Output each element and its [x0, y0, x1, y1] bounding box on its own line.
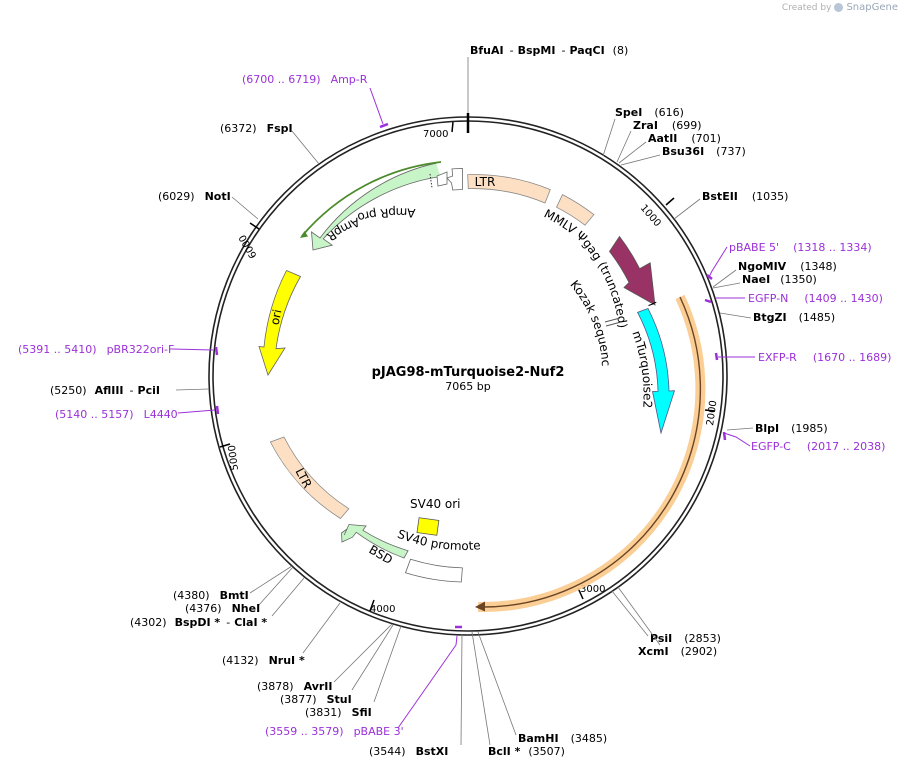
enzyme-spei[interactable]: SpeI(616) — [602, 106, 684, 157]
enzyme-nrui[interactable]: (4132)NruI * — [222, 602, 341, 667]
tick-label-3000: 3000 — [580, 584, 605, 595]
svg-text:(3559 .. 3579)pBABE 3': (3559 .. 3579)pBABE 3' — [265, 725, 404, 738]
feature-ampr-promoter[interactable]: AmpR promoter — [0, 0, 463, 225]
feature-orf[interactable] — [475, 294, 706, 613]
primer-pbr322ori[interactable]: (5391 .. 5410)pBR322ori-F — [18, 343, 219, 356]
svg-text:BtgZI(1485): BtgZI(1485) — [753, 311, 835, 324]
plasmid-size: 7065 bp — [445, 380, 490, 393]
enzyme-psii[interactable]: PsiI(2853) — [611, 590, 721, 645]
feature-bsd[interactable]: BSD — [341, 524, 409, 568]
svg-text:Bsu36I(737): Bsu36I(737) — [662, 145, 746, 158]
tick-7000: 7000 — [423, 121, 454, 140]
enzyme-stui[interactable]: (3877)StuI — [280, 624, 394, 706]
enzyme-btgzi[interactable]: BtgZI(1485) — [719, 311, 835, 324]
primer-pbabe3[interactable]: (3559 .. 3579)pBABE 3' — [265, 625, 462, 738]
svg-text:(4302)BspDI *-ClaI *: (4302)BspDI *-ClaI * — [130, 616, 267, 629]
svg-text:(5391 .. 5410)pBR322ori-F: (5391 .. 5410)pBR322ori-F — [18, 343, 174, 356]
svg-text:(4376)NheI: (4376)NheI — [185, 602, 260, 615]
feature-ltr-left-label: LTR — [475, 175, 496, 189]
primer-egfpn[interactable]: EGFP-N(1409 .. 1430) — [704, 292, 883, 305]
tick-label-5000: 5000 — [227, 444, 241, 471]
enzyme-ngomiv[interactable]: NgoMIV(1348) — [712, 260, 837, 288]
tick-6000: 6000 — [237, 222, 260, 260]
svg-text:(3831)SfiI: (3831)SfiI — [305, 706, 372, 719]
enzyme-bsteii[interactable]: BstEII(1035) — [673, 190, 788, 220]
tick-label-6000: 6000 — [237, 232, 259, 260]
enzyme-aatii[interactable]: AatII(701) — [618, 132, 721, 164]
feature-ltr-right[interactable]: LTR — [269, 436, 350, 520]
enzyme-zrai[interactable]: ZraI(699) — [616, 119, 702, 163]
enzyme-sfii[interactable]: (3831)SfiI — [305, 625, 402, 719]
enzyme-bcli[interactable]: BclI *(3507) — [471, 631, 565, 758]
enzyme-bamhi[interactable]: BamHI(3485) — [477, 631, 607, 745]
svg-text:AatII(701): AatII(701) — [648, 132, 721, 145]
primer-ampr[interactable]: (6700 .. 6719)Amp-R — [242, 73, 389, 129]
svg-text:ZraI(699): ZraI(699) — [633, 119, 702, 132]
svg-text:(5140 .. 5157)L4440: (5140 .. 5157)L4440 — [55, 408, 178, 421]
snapgene-logo-icon — [834, 3, 844, 12]
enzyme-bsu36i[interactable]: Bsu36I(737) — [620, 145, 746, 166]
credit-brand: SnapGene — [846, 2, 898, 13]
tick-label-2000: 2000 — [705, 400, 719, 427]
tick-4000: 4000 — [369, 599, 395, 615]
primer-egfpc[interactable]: EGFP-C(2017 .. 2038) — [722, 431, 885, 453]
feature-sv40-ori-label: SV40 ori — [410, 497, 461, 511]
svg-text:EGFP-N(1409 .. 1430): EGFP-N(1409 .. 1430) — [748, 292, 883, 305]
plasmid-name: pJAG98-mTurquoise2-Nuf2 — [372, 365, 565, 380]
tick-label-4000: 4000 — [370, 604, 395, 615]
feature-ltr-left[interactable]: LTR — [467, 174, 551, 204]
enzyme-bfuai[interactable]: BfuAI-BspMI-PaqCI(8) — [467, 44, 628, 113]
svg-text:(4132)NruI *: (4132)NruI * — [222, 654, 305, 667]
svg-text:(3877)StuI: (3877)StuI — [280, 693, 352, 706]
svg-text:XcmI(2902): XcmI(2902) — [638, 645, 717, 658]
enzyme-name: BfuAI — [470, 44, 504, 57]
primer-pbabe5[interactable]: pBABE 5'(1318 .. 1334) — [706, 241, 872, 280]
primer-l4440[interactable]: (5140 .. 5157)L4440 — [55, 405, 220, 421]
svg-text:NgoMIV(1348): NgoMIV(1348) — [738, 260, 837, 273]
credit: Created by SnapGene — [782, 2, 898, 13]
feature-ori-label: ori — [268, 308, 285, 326]
tick-5000: 5000 — [219, 443, 241, 471]
enzyme-bmti[interactable]: (4380)BmtI — [173, 565, 293, 602]
svg-text:EGFP-C(2017 .. 2038): EGFP-C(2017 .. 2038) — [751, 440, 885, 453]
feature-mturquoise2[interactable]: mTurquoise2 — [629, 301, 676, 435]
svg-text:EXFP-R(1670 .. 1689): EXFP-R(1670 .. 1689) — [758, 351, 891, 364]
svg-text:BlpI(1985): BlpI(1985) — [755, 422, 828, 435]
tick-2000: 2000 — [704, 400, 720, 427]
svg-text:(3544)BstXI: (3544)BstXI — [369, 745, 448, 758]
svg-text:(4380)BmtI: (4380)BmtI — [173, 589, 249, 602]
svg-text:BstEII(1035): BstEII(1035) — [702, 190, 788, 203]
enzyme-xcmi[interactable]: XcmI(2902) — [617, 586, 717, 658]
enzyme-nael[interactable]: NaeI(1350) — [712, 273, 817, 289]
svg-text:(6372)FspI: (6372)FspI — [220, 122, 293, 135]
svg-text:PsiI(2853): PsiI(2853) — [650, 632, 721, 645]
svg-text:(6700 .. 6719)Amp-R: (6700 .. 6719)Amp-R — [242, 73, 368, 86]
enzyme-bspdi[interactable]: (4302)BspDI *-ClaI * — [130, 577, 305, 629]
svg-text:BamHI(3485): BamHI(3485) — [518, 732, 607, 745]
svg-text:(6029)NotI: (6029)NotI — [158, 190, 231, 203]
svg-text:(5250)AflIII-PciI: (5250)AflIII-PciI — [50, 384, 160, 397]
feature-sv40-promoter[interactable]: SV40 promoter — [0, 0, 481, 583]
enzyme-nhei[interactable]: (4376)NheI — [185, 566, 294, 615]
feature-ori[interactable]: ori — [258, 269, 302, 376]
primer-exfpr[interactable]: EXFP-R(1670 .. 1689) — [714, 351, 891, 364]
svg-text:BclI *(3507): BclI *(3507) — [488, 745, 565, 758]
credit-prefix: Created by — [781, 2, 832, 13]
enzyme-avrii[interactable]: (3878)AvrII — [257, 623, 393, 693]
enzyme-bstxi[interactable]: (3544)BstXI — [369, 633, 463, 758]
enzyme-afliii[interactable]: (5250)AflIII-PciI — [50, 384, 210, 397]
feature-ampr[interactable]: AmpR — [300, 161, 442, 251]
svg-text:SpeI(616): SpeI(616) — [615, 106, 684, 119]
enzyme-blpi[interactable]: BlpI(1985) — [726, 422, 828, 435]
tick-label-7000: 7000 — [423, 129, 448, 140]
feature-sv40-ori[interactable]: SV40 ori — [410, 497, 461, 536]
feature-mmlv-psi[interactable]: MMLV Ψ — [542, 194, 595, 246]
svg-text:pBABE 5'(1318 .. 1334): pBABE 5'(1318 .. 1334) — [729, 241, 872, 254]
enzyme-fspi[interactable]: (6372)FspI — [220, 122, 320, 165]
svg-text:BfuAI-BspMI-PaqCI(8): BfuAI-BspMI-PaqCI(8) — [470, 44, 628, 57]
enzyme-noti[interactable]: (6029)NotI — [158, 190, 259, 220]
svg-text:NaeI(1350): NaeI(1350) — [742, 273, 817, 286]
svg-text:(3878)AvrII: (3878)AvrII — [257, 680, 332, 693]
